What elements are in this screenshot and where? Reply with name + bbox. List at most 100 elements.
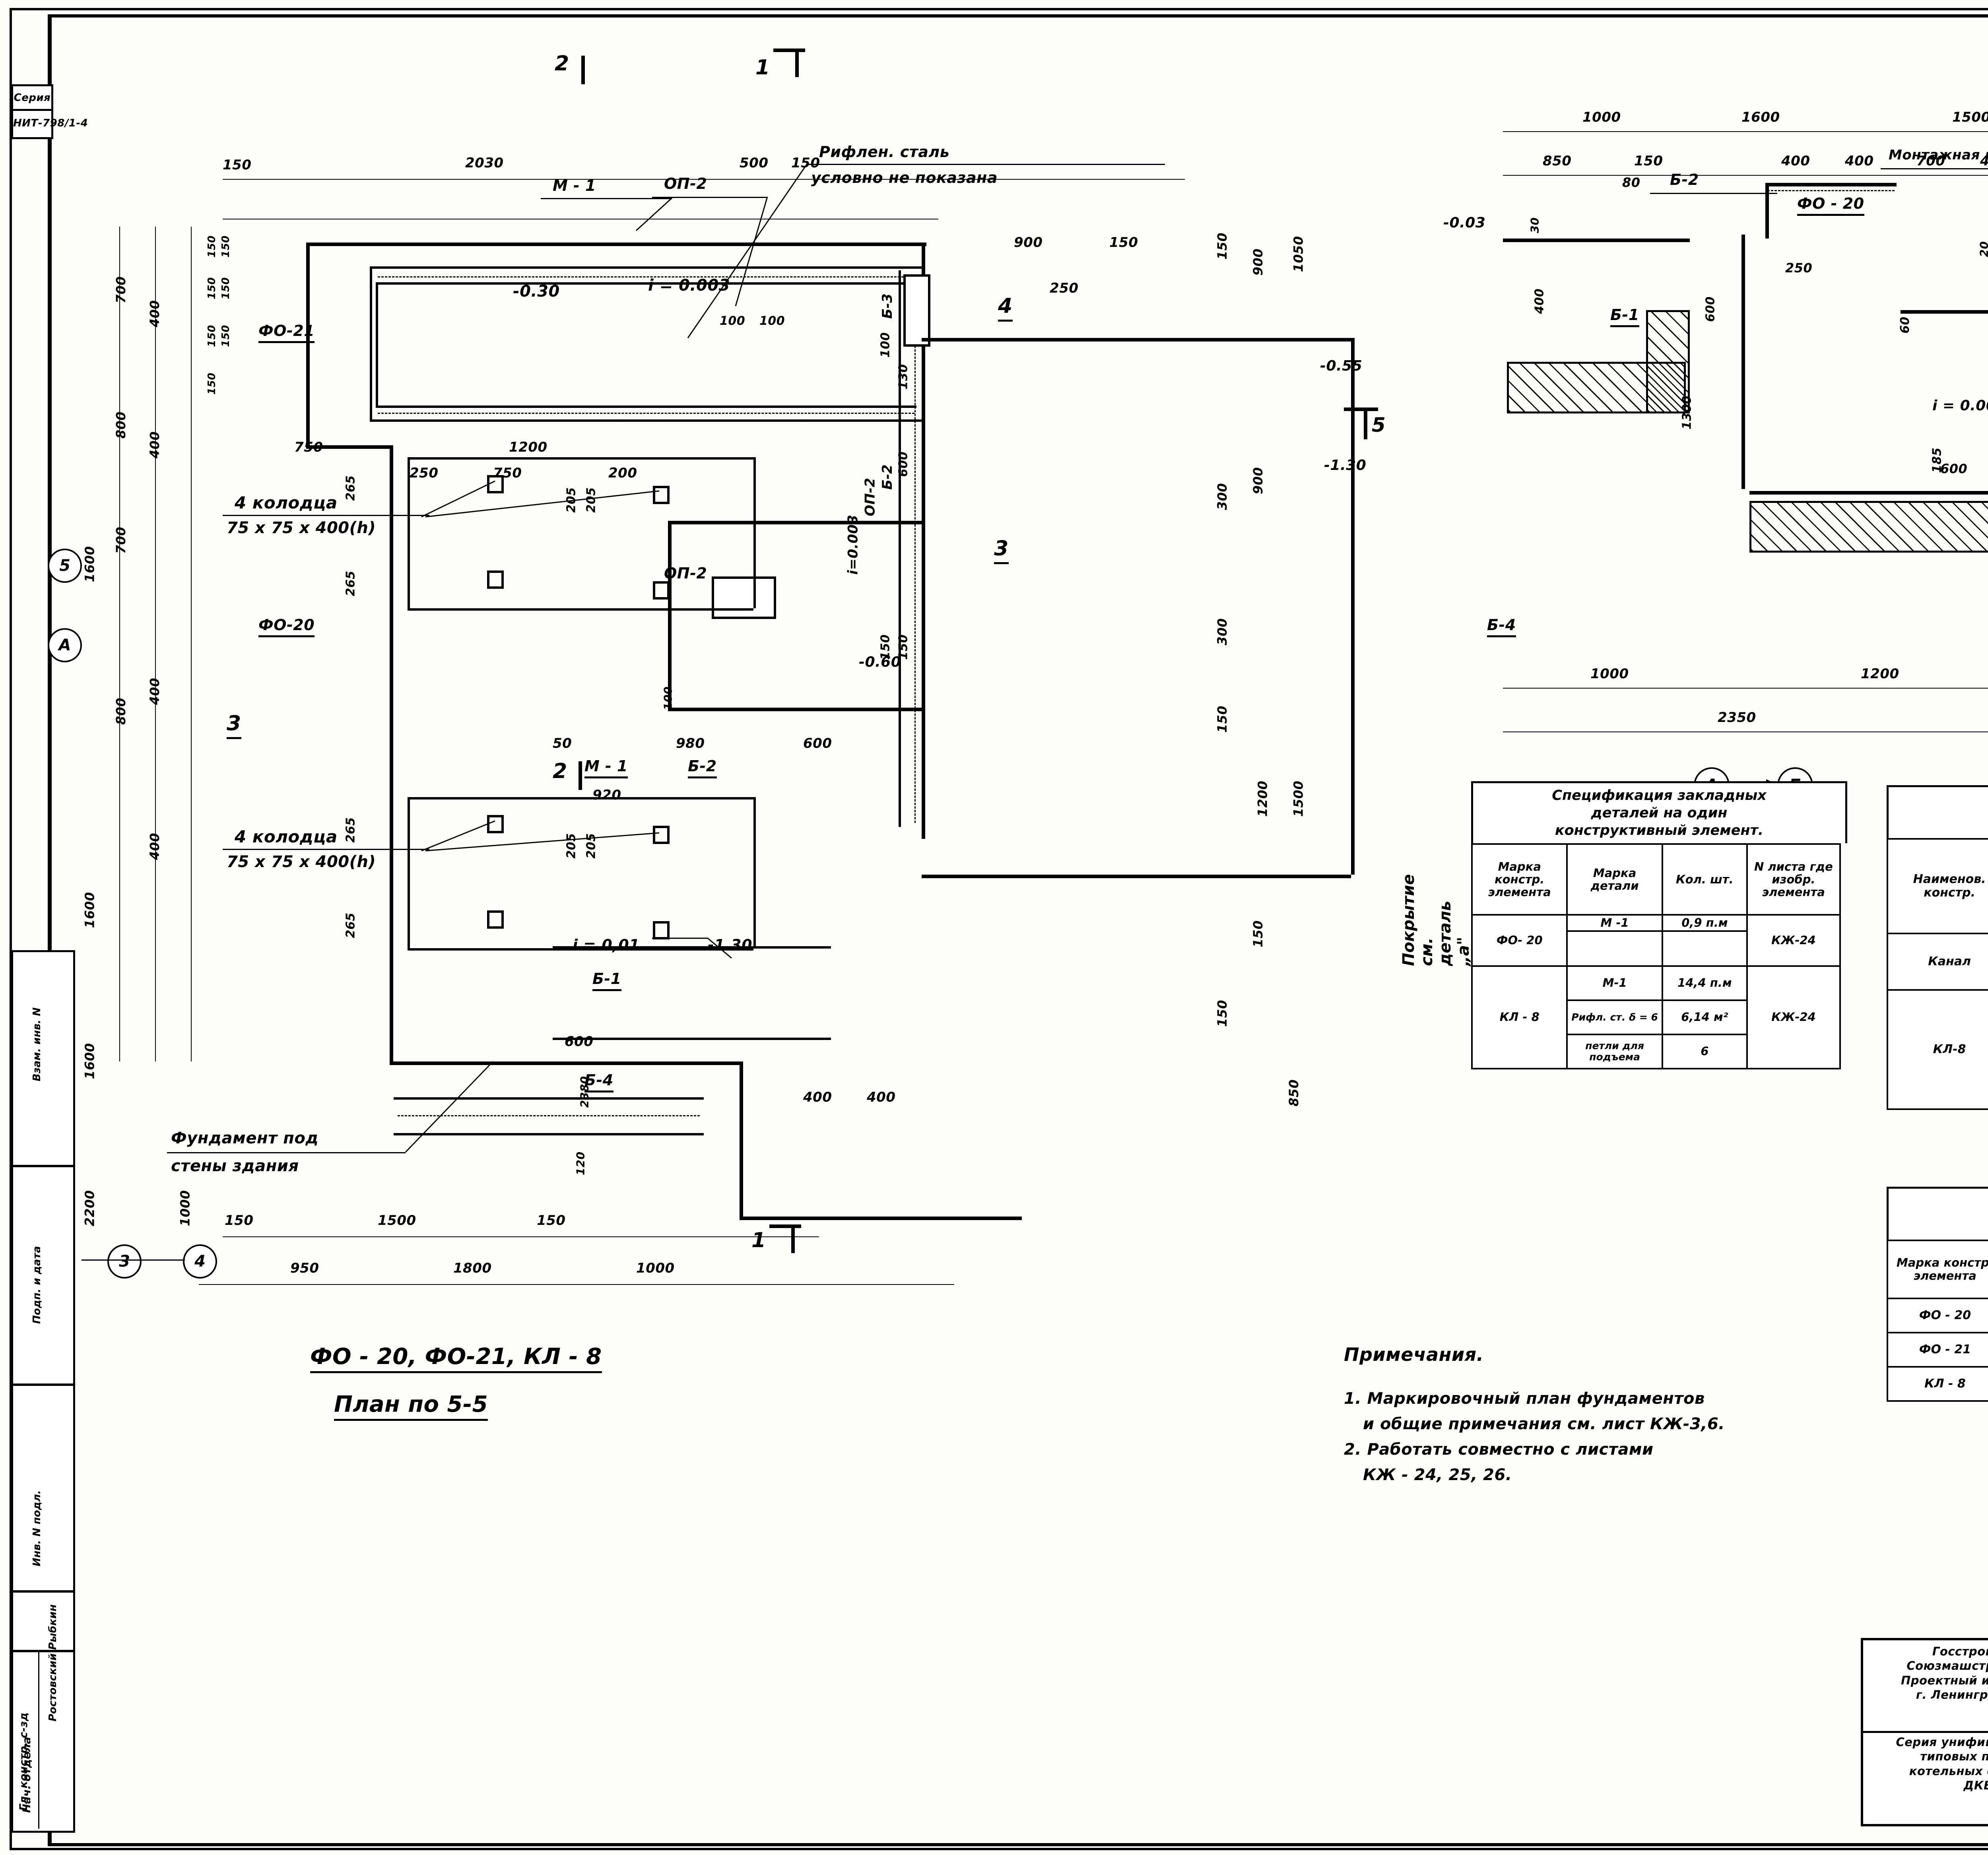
- sec-axis-arrow: [1728, 779, 1775, 788]
- dim-750-b: 750: [493, 465, 522, 481]
- dim-250-a: 250: [1050, 280, 1079, 296]
- dim-750-a: 750: [294, 439, 323, 455]
- callout-foundation-under: Фундамент под: [171, 1129, 319, 1147]
- callout-op2-mid: ОП-2: [664, 565, 707, 582]
- section-mark-4: 4: [998, 294, 1013, 322]
- plan-title-sub: План по 5-5: [334, 1391, 488, 1421]
- dim-line-left-3: [191, 227, 192, 1061]
- sheet-border-inner: [48, 14, 1988, 1846]
- section-mark-1-arm-v: [795, 49, 799, 77]
- dim-1600-rot-a: 1600: [82, 546, 97, 582]
- th-mark-element: Марка констр. элемента: [1471, 843, 1568, 916]
- sec-dim-2350: 2350: [1718, 710, 1756, 726]
- plan-wall-left-upper: [306, 243, 310, 445]
- dim-150-a: 150: [223, 157, 252, 173]
- sec-dim-150-b: 150: [1634, 153, 1663, 169]
- axis-34-connector: [82, 1259, 185, 1261]
- plan-view: Б-3 Б-2: [48, 49, 1473, 1421]
- fo20-plinth-top: [1765, 183, 1897, 186]
- sec-label-fo20: ФО - 20: [1797, 195, 1864, 216]
- channel-top-outer: [370, 266, 922, 269]
- well-2: [653, 486, 670, 504]
- plan-leader-lines: [405, 163, 808, 1153]
- callout-foundation-under-2: стены здания: [171, 1157, 299, 1175]
- label-m1-mid: М - 1: [584, 757, 628, 778]
- signature-role-1: Гл. констр. с-зд: [17, 1712, 30, 1811]
- dim-250-b: 250: [410, 465, 439, 481]
- alcove-opening: [712, 576, 776, 619]
- plan-alcove-top: [668, 521, 922, 524]
- sec-dim-250: 250: [1785, 260, 1813, 276]
- plan-wall-bottom-step: [740, 1061, 743, 1217]
- table-row: ФО- 20 М -1 0,9 п.м КЖ-24: [1471, 914, 1841, 967]
- side-label-vzam: Взам. инв. N: [31, 1007, 43, 1081]
- consumption-title-1: Расход бетона и стали на один: [1892, 1194, 1988, 1214]
- well-6: [653, 826, 670, 844]
- dim-150-d: 400: [867, 1089, 896, 1105]
- series-line-3: котельных с катлами: [1909, 1764, 1988, 1778]
- section-mark-1b-arm-v: [791, 1224, 795, 1253]
- callout-riffle-leader: [807, 164, 1165, 165]
- dim-100-b: 100: [759, 314, 785, 328]
- dim-800-rot-b: 800: [113, 697, 129, 725]
- callout-riffle-steel: Рифлен. сталь: [819, 143, 950, 161]
- channel-slab-top: [1749, 491, 1988, 495]
- label-fo20-plan: ФО-20: [258, 616, 315, 637]
- callout-wells-2-size: 75 х 75 х 400(h): [227, 853, 376, 871]
- callout-op2-top: ОП-2: [664, 175, 707, 192]
- sec-elev--003: -0.03: [1443, 215, 1486, 231]
- plan-wall-left-lower: [390, 839, 393, 1061]
- channel-left-outer: [370, 266, 372, 421]
- org-line-2: Союзмашстройпроект: [1906, 1659, 1988, 1673]
- plan-alcove-left: [668, 521, 672, 708]
- dim-150-stack-2: 150: [219, 235, 232, 258]
- fo20-plinth-dash: [1767, 190, 1895, 191]
- section-mark-1-arm-h: [773, 49, 805, 52]
- dim-150-f: 150: [537, 1213, 566, 1228]
- note-item-1a: 1. Маркировочный план фундаментов: [1344, 1389, 1705, 1408]
- sec-dim-850: 850: [1543, 153, 1572, 169]
- dim-2500: 920: [592, 787, 621, 803]
- sec-dim-80: 80: [1622, 175, 1640, 190]
- sec-label-b4: Б-4: [1487, 616, 1516, 637]
- channel-bot-inner: [376, 406, 916, 408]
- dim-400-rot-d: 400: [147, 832, 163, 860]
- side-label-inv: Инв. N подл.: [31, 1490, 43, 1566]
- dim-150-stack-6: 150: [219, 325, 232, 347]
- dim-150-stack-5: 150: [206, 325, 218, 347]
- axis-circle-5: 5: [48, 549, 82, 583]
- th-sheet: N листа где изобр. элемента: [1746, 843, 1841, 916]
- series-line-2: типовых проектов: [1920, 1750, 1988, 1764]
- signature-sep-1: [11, 1165, 73, 1167]
- sec-dim-700-b: 700: [1916, 153, 1945, 169]
- dim-400-b: 400: [803, 1089, 832, 1105]
- callout-wells-1: 4 колодца: [235, 493, 338, 512]
- td-detail-loops: петли для подъема: [1566, 1033, 1663, 1069]
- sec-label-mount-grout: Монтажная подливка: [1889, 147, 1988, 163]
- section-mark-2-top: 2: [555, 52, 569, 76]
- th-qty: Кол. шт.: [1661, 843, 1748, 916]
- spec-embedded-title-1: Спецификация закладных: [1552, 788, 1767, 803]
- slope-0003: i = 0.003: [648, 276, 730, 295]
- td-name-kl8: КЛ-8: [1886, 989, 1988, 1110]
- sec-dim-600-b: 600: [1940, 461, 1968, 476]
- channel-cover-top: [1901, 310, 1988, 314]
- side-label-podp: Подп. и дата: [31, 1246, 43, 1324]
- callout-wells-2: 4 колодца: [235, 827, 338, 846]
- plan-mark-5: 5: [1372, 413, 1386, 437]
- table-row: ФО - 20 150 1,73 1 1 5 5 6: [1887, 1297, 1988, 1333]
- section-1-1-view: 1000 1600 1500 700 150 850 150 400 400 7…: [1443, 56, 1988, 803]
- dim-2030: 2030: [465, 155, 504, 171]
- table-header-row: Наименов. констр. Марка констр. элемента…: [1886, 838, 1988, 934]
- wells-1-leader: [223, 515, 429, 516]
- table-row: [1472, 930, 1840, 967]
- sec-dim-1000-b: 1000: [1590, 666, 1629, 682]
- sec-b2-leader: [1650, 193, 1777, 194]
- sec-label-b1: Б-1: [1610, 306, 1639, 327]
- dim-150-stack-1: 150: [206, 235, 218, 258]
- label-b2-mid: Б-2: [688, 757, 717, 778]
- axis-circle-A: А: [48, 628, 82, 662]
- sec-dim-400-a: 400: [1781, 153, 1810, 169]
- td-row-fo20: ФО - 20: [1887, 1297, 1988, 1333]
- org-line-3: Проектный институт N1: [1901, 1673, 1988, 1687]
